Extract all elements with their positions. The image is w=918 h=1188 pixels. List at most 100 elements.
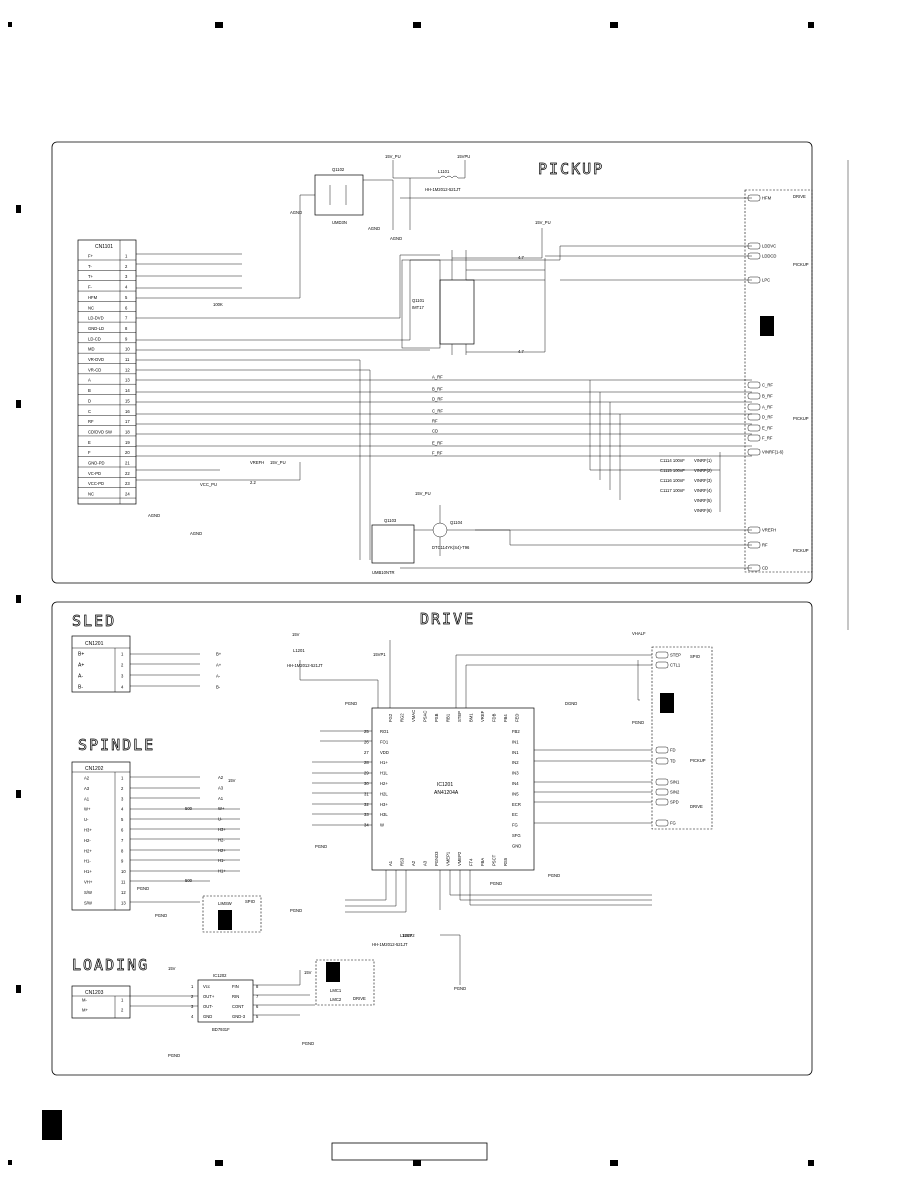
drive-panel: [51, 601, 813, 1076]
spindle-title: SPINDLE: [78, 736, 155, 754]
ic1201-left-pin: H3+: [380, 802, 388, 807]
cn1203-connector: CN1203: [71, 985, 131, 1019]
drive-group-label: SPIO: [690, 654, 701, 659]
rf-net-label: RF: [432, 419, 438, 424]
drive-port: [655, 661, 669, 669]
pickup-port-label: C_RF: [762, 383, 773, 388]
pickup-port: [747, 448, 761, 456]
ic1201-right-pin: FB2: [512, 729, 520, 734]
cn1101-pin-name: VC-PD: [88, 471, 101, 476]
l1201-label: L1201: [293, 648, 305, 653]
drive-port-label: SPD: [670, 800, 679, 805]
ic1202-left-pin-number: 2: [191, 994, 194, 999]
pickup-panel: [51, 141, 813, 584]
ic1202-right-pin: FIN: [232, 984, 239, 989]
cn1202-label: CN1202: [85, 766, 104, 772]
cn1202-pin-name: S/W: [84, 900, 92, 905]
ic1201-top-pin: FED: [515, 714, 520, 722]
drive-wires: [130, 640, 652, 1016]
drive-port: [655, 651, 669, 659]
vcc-pu-label: VCC_PU: [200, 482, 217, 487]
pickup-group-label: PICKUP: [793, 548, 809, 553]
ic1202-right-pin-number: 5: [256, 1014, 259, 1019]
drive-port-label: FG: [670, 821, 676, 826]
cn1202-pin-number: 6: [121, 828, 124, 833]
cn1101-pin-number: 8: [125, 326, 128, 331]
cn1101-pin-name: F: [88, 450, 91, 455]
dgnd-label: DGND: [565, 701, 577, 706]
ic1201-right-pin: IN5: [512, 791, 519, 796]
ic1201-right-pin: FG: [512, 823, 518, 828]
lmc1-label: LMC1: [330, 988, 342, 993]
cn1203-pin-name: M-: [82, 998, 87, 1003]
sled-port-label: B-: [216, 685, 221, 690]
cn1101-pin-name: D: [88, 398, 91, 403]
vinrf-cap-label: C1115 100nF: [660, 468, 685, 473]
pwr-15vp1: 15VP1: [373, 652, 386, 657]
q1104: Q1104 DTC114YK(S4)-T96: [432, 520, 470, 550]
ic1201-right-pin: ECR: [512, 802, 521, 807]
ic1201-bottom-pin: VMEP1: [446, 851, 451, 866]
pickup-port: [747, 424, 761, 432]
cn1101-pin-number: 3: [125, 274, 128, 279]
cn1202-pin-name: S/W: [84, 890, 92, 895]
spindle-port-label: A1: [218, 796, 224, 801]
pickup-group-label: DRIVE: [793, 194, 806, 199]
cn1202-pin-name: A1: [84, 796, 90, 801]
rf-net-label: E_RF: [432, 441, 443, 446]
pickup-port-label: A_RF: [762, 405, 773, 410]
l1101-part: HH-1M2012-521JT: [425, 187, 461, 192]
ic1201-bottom-pin: VMEP2: [457, 851, 462, 866]
r1133-value: 2.2: [250, 480, 256, 485]
cn1202-pin-name: W+: [84, 807, 91, 812]
drive-port: [655, 798, 669, 806]
r1201-value: 500: [185, 806, 193, 811]
rf-net-label: C_RF: [432, 409, 443, 414]
cn1101-pin-name: A: [88, 378, 91, 383]
cn1101-pin-name: GND-LD: [88, 326, 104, 331]
agnd-3: AGND: [390, 236, 402, 241]
cn1201-label: CN1201: [85, 641, 104, 647]
ic1201-part: AN41204A: [434, 790, 459, 796]
ic1201-left-pin: RO1: [380, 729, 389, 734]
lmc2-label: LMC2: [330, 997, 342, 1002]
drive-port-label: TD: [670, 759, 676, 764]
ic1202-right-pin-number: 7: [256, 994, 259, 999]
pickup-port: [747, 413, 761, 421]
cn1101-pin-number: 18: [125, 429, 130, 434]
cn1101-pin-number: 17: [125, 419, 130, 424]
ic1201-top-pin: VMAC: [411, 710, 416, 722]
cn1202-pin-number: 3: [121, 796, 124, 801]
pgnd-4: PGND: [632, 720, 644, 725]
q1101-part: IMT17: [412, 305, 425, 310]
pickup-port-label: HFM: [762, 196, 772, 201]
cn1101-pin-name: VR-CD: [88, 367, 101, 372]
ic1201-top-pin: BM1: [469, 713, 474, 722]
pickup-marker: [760, 316, 774, 336]
cn1202-pin-number: 4: [121, 807, 124, 812]
ic1201-top-pin: PSAC: [423, 711, 428, 722]
ic1201-left-pin-number: 28: [364, 760, 369, 765]
cn1201-pin-number: 3: [121, 674, 124, 679]
limsw-label: LIMSW: [218, 901, 232, 906]
rf-net-label: D_RF: [432, 397, 443, 402]
cn1101-pin-name: T+: [88, 274, 94, 279]
ic1201-bottom-pin: FT4: [469, 858, 474, 866]
pickup-port-label: VREFH: [762, 528, 776, 533]
sled-port-label: B+: [216, 652, 222, 657]
pickup-port-label: LPC: [762, 278, 770, 283]
r1112-value: 4.7: [518, 349, 524, 354]
agnd-4: AGND: [148, 513, 160, 518]
pickup-port-label: F_RF: [762, 436, 773, 441]
drive-port-label: STEP: [670, 653, 681, 658]
pwr-15v-pu: 15V_PU: [385, 154, 401, 159]
cn1101-pin-name: T-: [88, 264, 92, 269]
pwr-15v-loading: 15V: [168, 966, 176, 971]
pwr-15v-pu-3: 15V_PU: [415, 491, 431, 496]
cn1101-pin-number: 4: [125, 285, 128, 290]
cn1101-pin-name: B: [88, 388, 91, 393]
pickup-port: [747, 381, 761, 389]
cn1101-pin-number: 6: [125, 305, 128, 310]
